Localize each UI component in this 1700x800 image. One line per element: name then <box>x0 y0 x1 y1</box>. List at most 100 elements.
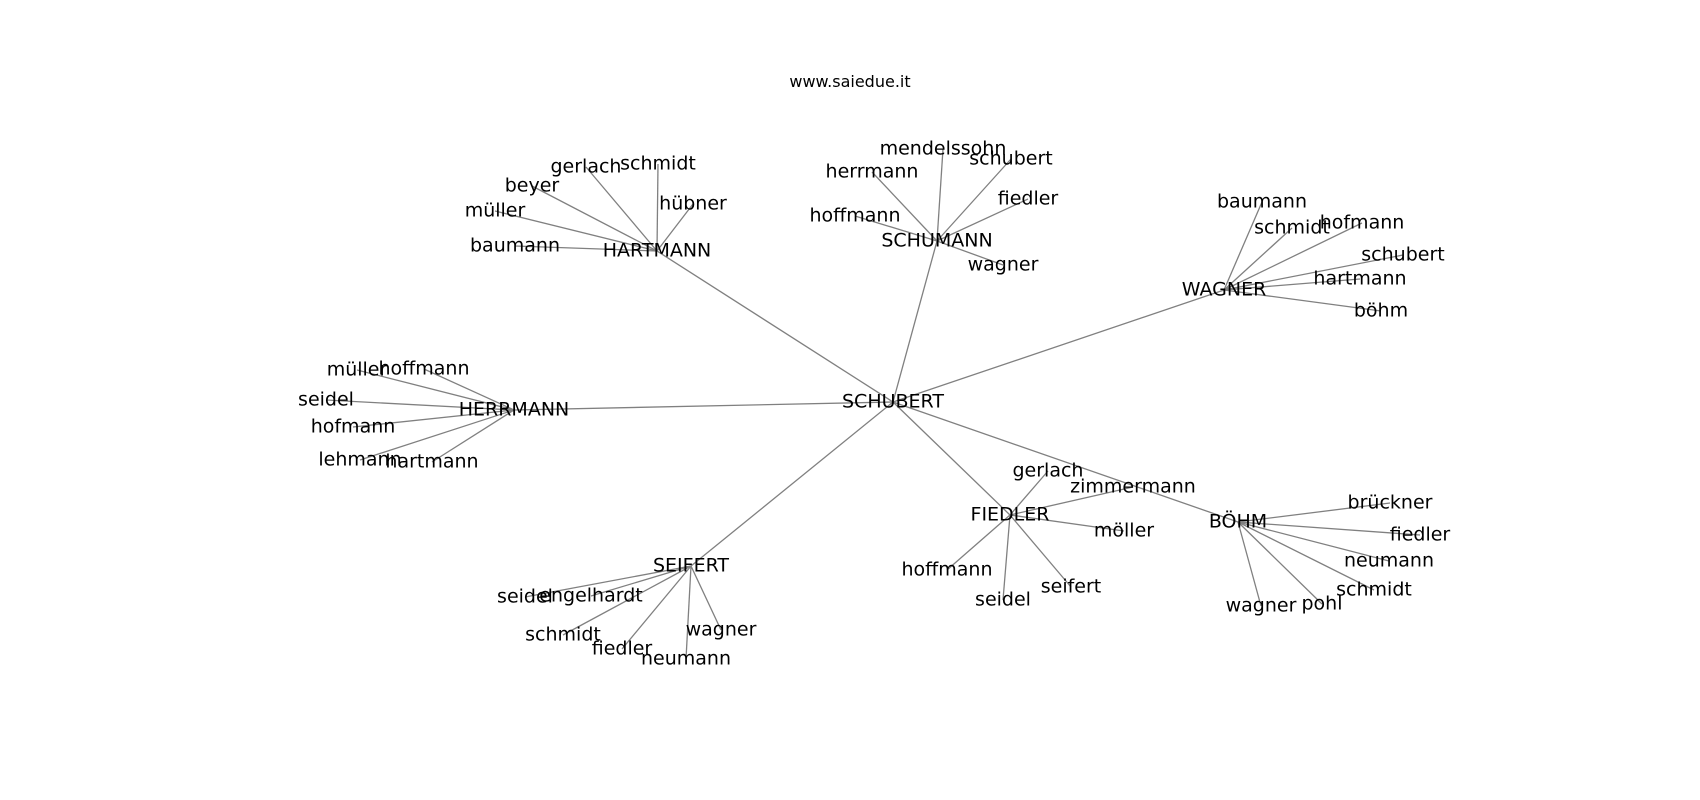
page-title: www.saiedue.it <box>789 72 911 91</box>
edge-root-boehm <box>892 401 1239 523</box>
node-hub-fiedler: FIEDLER <box>971 504 1050 526</box>
node-leaf-wagner-schubert: schubert <box>1361 244 1444 266</box>
node-leaf-wagner-hofmann: hofmann <box>1320 212 1405 234</box>
edge-fiedler-moeller <box>1009 514 1125 532</box>
node-leaf-hartmann-beyer: beyer <box>505 175 560 197</box>
edge-schumann-hoffmann <box>854 215 938 242</box>
edge-seifert-engelhardt <box>590 565 692 597</box>
edge-herrmann-seidel <box>325 399 515 411</box>
node-leaf-hartmann-mueller: müller <box>465 200 526 222</box>
node-leaf-seifert-schmidt: schmidt <box>525 624 601 646</box>
edge-wagner-baumann <box>1223 201 1263 291</box>
node-leaf-herrmann-lehmann: lehmann <box>318 449 401 471</box>
edge-wagner-schmidt <box>1223 227 1293 291</box>
node-leaf-fiedler-moeller: möller <box>1094 520 1154 542</box>
edge-root-herrmann <box>513 401 894 411</box>
node-hub-schumann: SCHUMANN <box>881 230 992 252</box>
node-leaf-boehm-schmidt: schmidt <box>1336 579 1412 601</box>
edge-seifert-neumann <box>685 565 692 660</box>
node-leaf-wagner-boehm: böhm <box>1354 300 1408 322</box>
edge-boehm-schmidt <box>1237 521 1375 591</box>
node-leaf-herrmann-hoffmann: hoffmann <box>379 358 470 380</box>
node-leaf-fiedler-zimmermann: zimmermann <box>1070 476 1196 498</box>
node-leaf-boehm-pohl: pohl <box>1301 593 1342 615</box>
node-leaf-hartmann-gerlach: gerlach <box>551 156 622 178</box>
edge-root-wagner <box>892 289 1225 403</box>
node-leaf-schumann-schubert: schubert <box>969 148 1052 170</box>
edge-root-fiedler <box>892 401 1011 516</box>
node-leaf-schumann-fiedler: fiedler <box>998 188 1059 210</box>
node-leaf-hartmann-schmidt: schmidt <box>620 153 696 175</box>
edge-root-hartmann <box>656 250 894 403</box>
edge-herrmann-hoffmann <box>423 368 515 411</box>
edge-boehm-brueckner <box>1237 502 1391 523</box>
edge-boehm-neumann <box>1237 521 1390 562</box>
node-root-schubert: SCHUBERT <box>842 391 944 413</box>
edge-hartmann-gerlach <box>585 166 658 252</box>
node-leaf-boehm-brueckner: brückner <box>1348 492 1433 514</box>
edge-schumann-wagner <box>936 240 1004 266</box>
node-leaf-herrmann-hofmann: hofmann <box>311 416 396 438</box>
node-leaf-herrmann-seidel: seidel <box>298 389 354 411</box>
edge-herrmann-hofmann <box>352 409 515 428</box>
node-leaf-fiedler-gerlach: gerlach <box>1013 460 1084 482</box>
node-leaf-hartmann-baumann: baumann <box>470 235 560 257</box>
node-leaf-schumann-hoffmann: hoffmann <box>810 205 901 227</box>
node-leaf-seifert-seidel: seidel <box>497 586 553 608</box>
edge-schumann-schubert <box>936 158 1012 242</box>
node-hub-wagner: WAGNER <box>1182 279 1267 301</box>
node-hub-seifert: SEIFERT <box>653 555 729 577</box>
edge-hartmann-huebner <box>656 203 694 252</box>
node-leaf-seifert-wagner: wagner <box>686 619 757 641</box>
edge-seifert-schmidt <box>562 565 692 636</box>
node-hub-hartmann: HARTMANN <box>603 240 712 262</box>
edge-fiedler-zimmermann <box>1009 486 1134 516</box>
node-leaf-wagner-hartmann: hartmann <box>1313 268 1406 290</box>
node-leaf-boehm-fiedler: fiedler <box>1390 524 1451 546</box>
edge-fiedler-gerlach <box>1009 470 1049 516</box>
edge-wagner-hartmann <box>1223 278 1361 291</box>
node-leaf-herrmann-mueller: müller <box>327 359 388 381</box>
node-leaf-seifert-engelhardt: engelhardt <box>539 585 642 607</box>
node-leaf-seifert-fiedler: fiedler <box>592 638 653 660</box>
node-leaf-fiedler-seidel: seidel <box>975 589 1031 611</box>
edge-wagner-boehm <box>1223 289 1382 312</box>
edge-seifert-wagner <box>690 565 722 631</box>
edge-boehm-fiedler <box>1237 521 1421 536</box>
edge-wagner-schubert <box>1223 254 1404 291</box>
edge-herrmann-mueller <box>356 369 515 411</box>
node-leaf-wagner-schmidt: schmidt <box>1254 217 1330 239</box>
edge-root-seifert <box>690 401 894 567</box>
edge-schumann-fiedler <box>936 198 1029 242</box>
node-leaf-seifert-neumann: neumann <box>641 648 731 670</box>
edge-hartmann-beyer <box>531 185 658 252</box>
node-leaf-schumann-wagner: wagner <box>968 254 1039 276</box>
edge-herrmann-lehmann <box>359 409 515 461</box>
node-leaf-schumann-mendelssohn: mendelssohn <box>880 138 1007 160</box>
node-leaf-wagner-baumann: baumann <box>1217 191 1307 213</box>
edge-wagner-hofmann <box>1223 222 1363 291</box>
node-leaf-boehm-neumann: neumann <box>1344 550 1434 572</box>
node-leaf-schumann-herrmann: herrmann <box>826 161 919 183</box>
edge-hartmann-baumann <box>514 245 658 252</box>
edge-seifert-seidel <box>524 565 692 598</box>
edge-hartmann-schmidt <box>656 163 659 252</box>
edge-herrmann-hartmann <box>431 409 515 463</box>
node-leaf-hartmann-huebner: hübner <box>659 193 727 215</box>
edge-schumann-herrmann <box>871 171 938 242</box>
node-leaf-boehm-wagner: wagner <box>1226 595 1297 617</box>
edge-hartmann-mueller <box>494 210 658 252</box>
edge-boehm-wagner <box>1237 521 1262 607</box>
edge-boehm-pohl <box>1237 521 1323 605</box>
edge-seifert-fiedler <box>621 565 692 650</box>
node-hub-boehm: BÖHM <box>1209 510 1267 533</box>
edge-fiedler-seidel <box>1002 514 1011 601</box>
node-hub-herrmann: HERRMANN <box>459 399 570 421</box>
edge-fiedler-hoffmann <box>946 514 1011 571</box>
node-leaf-fiedler-seifert: seifert <box>1041 576 1102 598</box>
node-leaf-fiedler-hoffmann: hoffmann <box>902 559 993 581</box>
edge-fiedler-seifert <box>1009 514 1072 588</box>
edge-schumann-mendelssohn <box>936 148 944 242</box>
edge-root-schumann <box>892 240 938 403</box>
